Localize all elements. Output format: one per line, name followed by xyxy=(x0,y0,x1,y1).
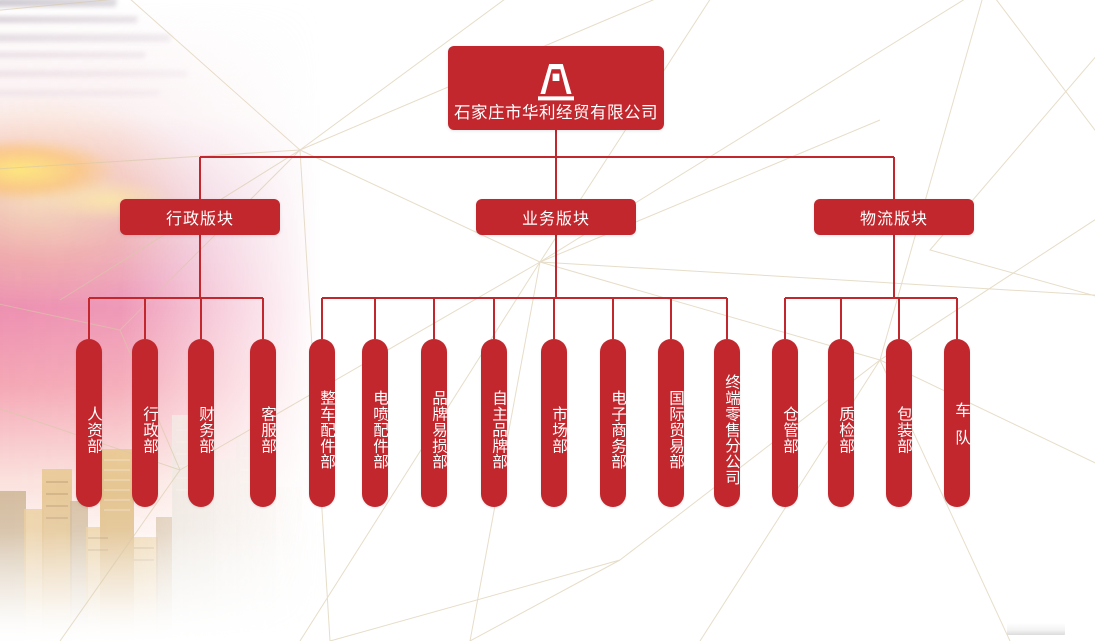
watermark xyxy=(1007,623,1065,635)
department-label: 终端零售分公司 xyxy=(723,373,741,486)
department-node-dianzi-shangwu[interactable]: 电子商务部 xyxy=(600,339,627,507)
department-node-renzi[interactable]: 人资部 xyxy=(76,339,103,507)
section-node-label: 业务版块 xyxy=(521,209,590,228)
section-node-business[interactable]: 业务版块 xyxy=(476,199,636,235)
department-label: 人资部 xyxy=(85,405,103,454)
department-node-guoji-maoyi[interactable]: 国际贸易部 xyxy=(658,339,685,507)
department-label: 仓管部 xyxy=(781,405,799,454)
department-label: 整车配件部 xyxy=(318,389,336,470)
section-node-label: 行政版块 xyxy=(165,209,234,228)
department-node-cheduì[interactable]: 车队 xyxy=(944,339,971,507)
department-label: 电喷配件部 xyxy=(371,389,389,470)
department-node-kefu[interactable]: 客服部 xyxy=(250,339,277,507)
department-label: 财务部 xyxy=(197,405,215,454)
department-node-baozhuang[interactable]: 包装部 xyxy=(886,339,913,507)
department-label: 国际贸易部 xyxy=(667,389,685,470)
department-node-zhongduan-lingshou[interactable]: 终端零售分公司 xyxy=(714,339,741,507)
department-node-caiwu[interactable]: 财务部 xyxy=(188,339,215,507)
department-node-dianpen-peijian[interactable]: 电喷配件部 xyxy=(362,339,389,507)
department-label: 包装部 xyxy=(895,405,913,454)
department-node-zhengche-peijian[interactable]: 整车配件部 xyxy=(309,339,336,507)
root-node-label: 石家庄市华利经贸有限公司 xyxy=(454,102,658,122)
department-node-zizhu-pinpai[interactable]: 自主品牌部 xyxy=(481,339,508,507)
root-node-company[interactable]: 石家庄市华利经贸有限公司 xyxy=(448,46,664,130)
department-node-cangguan[interactable]: 仓管部 xyxy=(772,339,799,507)
department-label: 质检部 xyxy=(837,405,855,454)
department-node-xingzheng[interactable]: 行政部 xyxy=(132,339,159,507)
section-node-logistics[interactable]: 物流版块 xyxy=(814,199,974,235)
department-label: 车队 xyxy=(953,402,971,457)
department-label: 行政部 xyxy=(141,405,159,454)
department-node-zhijian[interactable]: 质检部 xyxy=(828,339,855,507)
department-label: 自主品牌部 xyxy=(490,389,508,470)
department-label: 电子商务部 xyxy=(609,389,627,470)
department-label: 客服部 xyxy=(259,405,277,454)
section-node-admin[interactable]: 行政版块 xyxy=(120,199,280,235)
department-label: 市场部 xyxy=(550,405,568,454)
department-node-pinpai-yisun[interactable]: 品牌易损部 xyxy=(421,339,448,507)
department-node-shichang[interactable]: 市场部 xyxy=(541,339,568,507)
section-node-label: 物流版块 xyxy=(859,209,928,228)
company-arch-logo-icon xyxy=(538,63,574,101)
department-label: 品牌易损部 xyxy=(430,389,448,470)
